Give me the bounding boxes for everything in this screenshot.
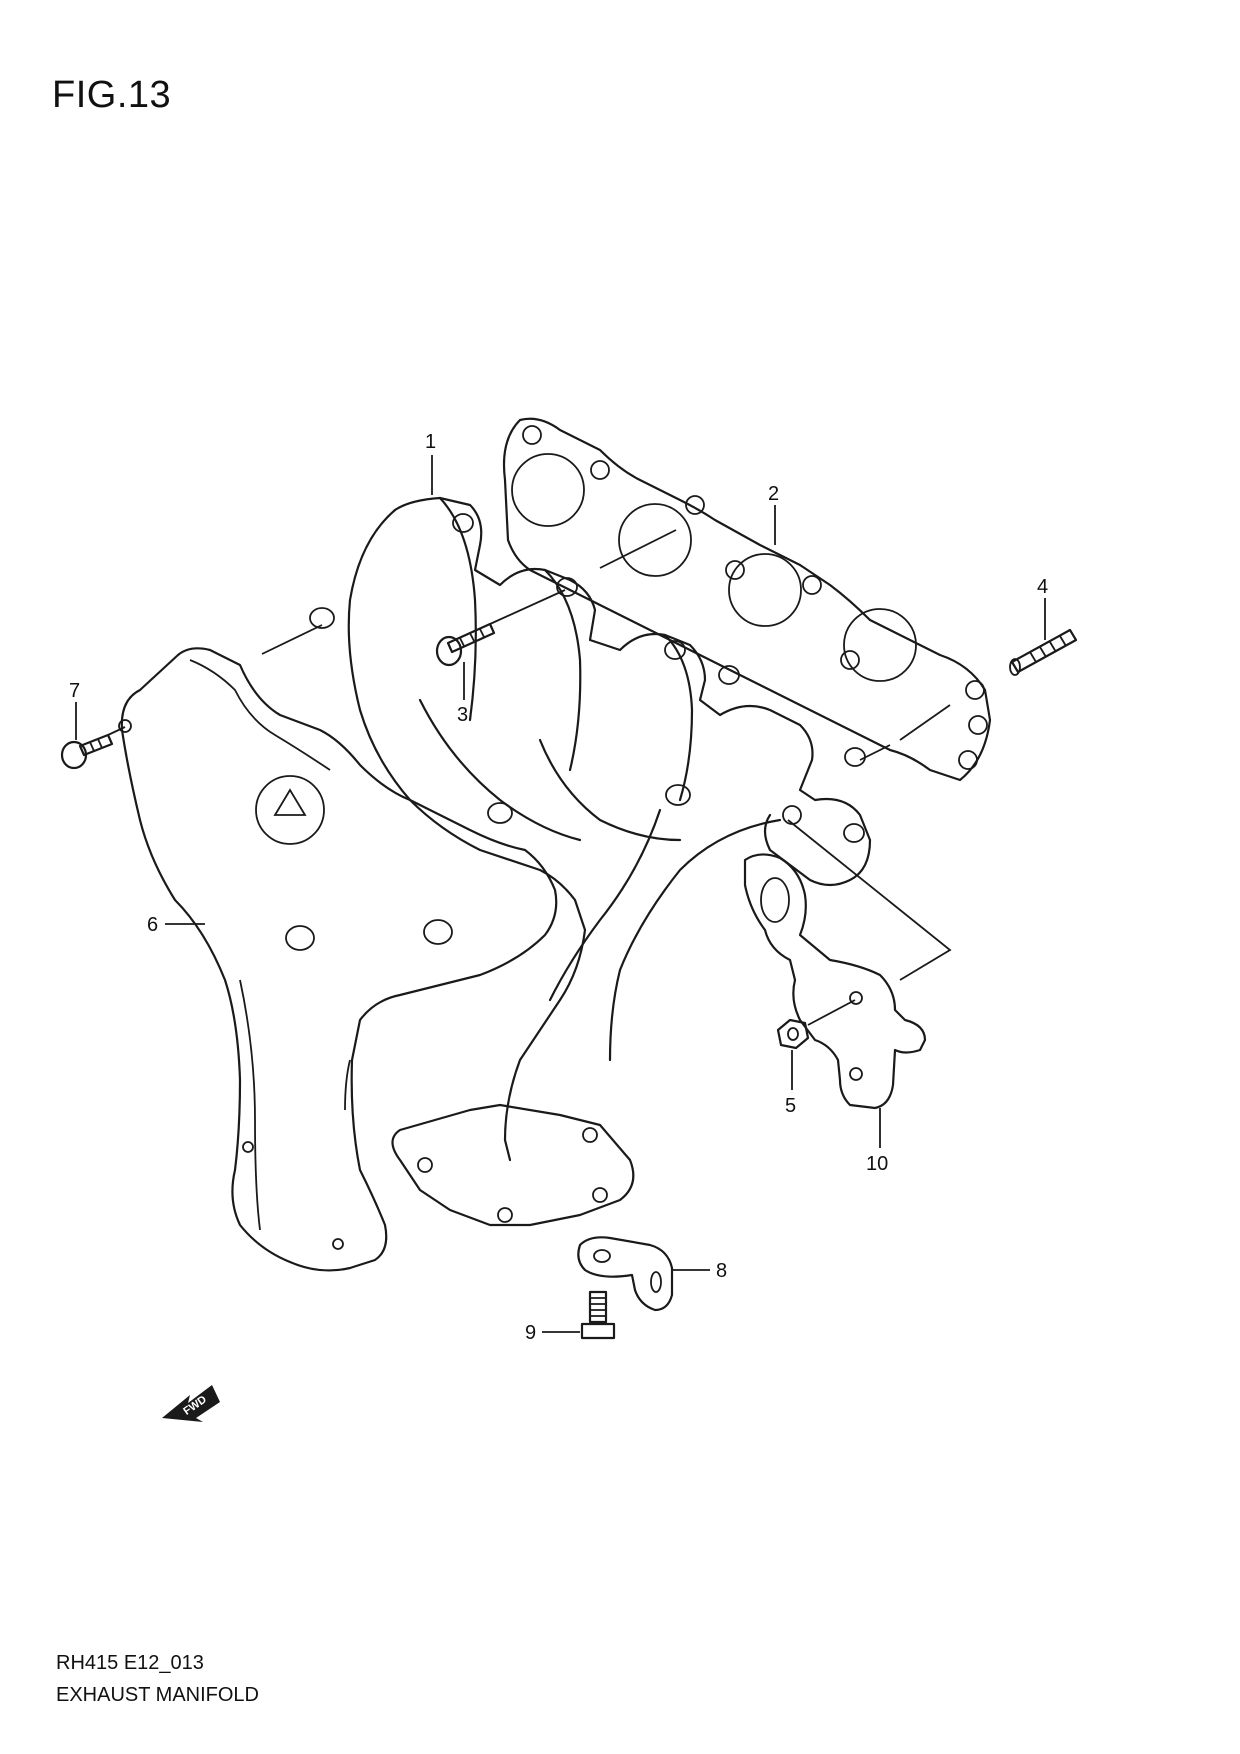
callout-label-2: 2 [768, 483, 779, 505]
fwd-arrow-icon: FWD [162, 1385, 220, 1422]
callout-2: 2 [768, 483, 779, 545]
bolt-part-3 [435, 622, 496, 667]
callout-label-6: 6 [147, 914, 158, 936]
gasket-part-2 [502, 417, 992, 782]
figure-name: EXHAUST MANIFOLD [56, 1684, 259, 1706]
stud-part-4 [1009, 628, 1078, 676]
callout-5: 5 [785, 1050, 796, 1117]
callout-6: 6 [147, 914, 205, 936]
bolt-part-9 [580, 1290, 616, 1340]
callout-1: 1 [425, 431, 436, 495]
callout-label-8: 8 [716, 1260, 727, 1282]
callout-label-10: 10 [866, 1153, 888, 1175]
nut-part-5 [776, 1018, 810, 1050]
callout-9: 9 [525, 1322, 580, 1344]
callout-3: 3 [457, 662, 468, 726]
bolt-part-7 [60, 733, 114, 770]
figure-title: FIG.13 [52, 74, 172, 116]
callout-7: 7 [69, 680, 80, 740]
figure-code: RH415 E12_013 [56, 1652, 204, 1674]
callout-label-5: 5 [785, 1095, 796, 1117]
callout-label-4: 4 [1037, 576, 1048, 598]
callout-4: 4 [1037, 576, 1048, 640]
callout-label-7: 7 [69, 680, 80, 702]
assembly-lines [107, 529, 952, 1026]
callout-label-1: 1 [425, 431, 436, 453]
callout-8: 8 [672, 1260, 727, 1282]
callout-10: 10 [866, 1108, 888, 1175]
callout-label-9: 9 [525, 1322, 536, 1344]
bracket-part-8 [577, 1236, 674, 1312]
callout-label-3: 3 [457, 704, 468, 726]
bracket-part-10 [743, 853, 927, 1110]
heat-shield-part-6 [118, 647, 558, 1272]
